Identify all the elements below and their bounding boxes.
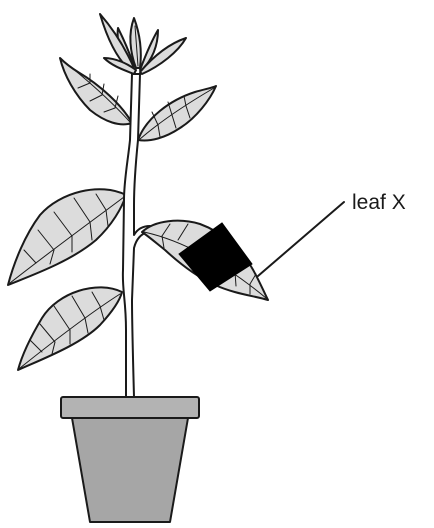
- leaf-x-label-line: [258, 202, 344, 276]
- pot-rim: [61, 397, 199, 418]
- flower-pot: [61, 397, 199, 522]
- leaf-lower-left: [18, 287, 122, 370]
- leaf-middle-left: [8, 189, 126, 285]
- plant-bud: [100, 14, 186, 74]
- leaf-x-label: leaf X: [352, 191, 406, 214]
- pot-body: [72, 418, 188, 522]
- leaf-upper-right: [138, 86, 216, 141]
